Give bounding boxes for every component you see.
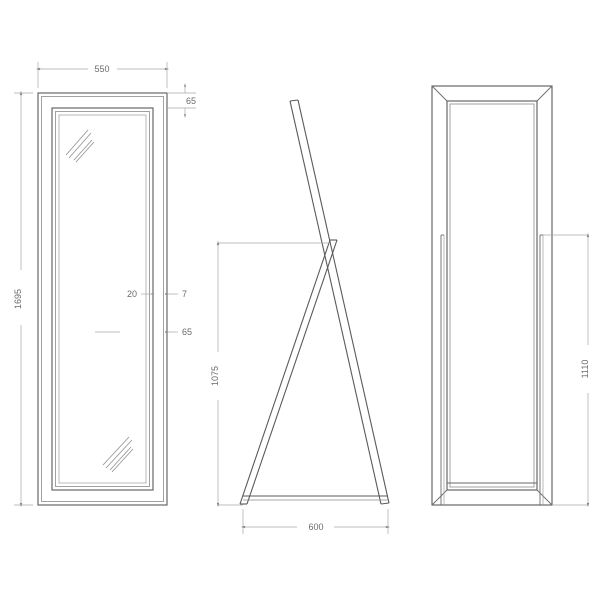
dim-panel-1110 xyxy=(543,232,590,508)
rear-panel-break-lines xyxy=(440,234,544,505)
rear-frame-inner-edge xyxy=(449,103,535,488)
view-front-elevation xyxy=(37,92,168,506)
dim-frame-65-top xyxy=(167,83,196,118)
view-side-elevation xyxy=(239,99,390,505)
dim-label-7: 7 xyxy=(182,289,187,299)
glass-sparkle-bottom-icon xyxy=(102,436,134,473)
dim-label-550: 550 xyxy=(94,64,109,74)
dim-base-600 xyxy=(240,509,391,534)
dim-width-550 xyxy=(35,62,170,88)
dim-height-1695 xyxy=(14,90,33,508)
dim-label-65-top: 65 xyxy=(186,96,196,106)
rear-mitre-corners xyxy=(431,85,553,506)
rear-frame-outer xyxy=(431,85,553,506)
front-frame-outer-inner-edge xyxy=(41,96,164,502)
dim-label-20: 20 xyxy=(127,289,137,299)
rear-frame-inner xyxy=(446,100,538,491)
front-frame-outer xyxy=(37,92,168,506)
dim-label-1110: 1110 xyxy=(580,360,590,379)
glass-sparkle-top-icon xyxy=(65,129,95,163)
dim-label-600: 600 xyxy=(308,522,323,532)
side-bottom-rail xyxy=(243,495,388,501)
dim-label-1695: 1695 xyxy=(13,289,23,309)
front-bezel-outer xyxy=(51,107,154,491)
dim-label-1075: 1075 xyxy=(210,366,220,386)
side-mirror-panel xyxy=(289,99,390,505)
front-mirror-glass xyxy=(58,114,147,484)
side-support-leg xyxy=(239,239,338,505)
dim-label-65-mid: 65 xyxy=(182,327,192,337)
view-rear-elevation xyxy=(431,85,553,506)
dim-leg-1075 xyxy=(216,240,330,508)
front-bezel-inner xyxy=(55,111,150,487)
